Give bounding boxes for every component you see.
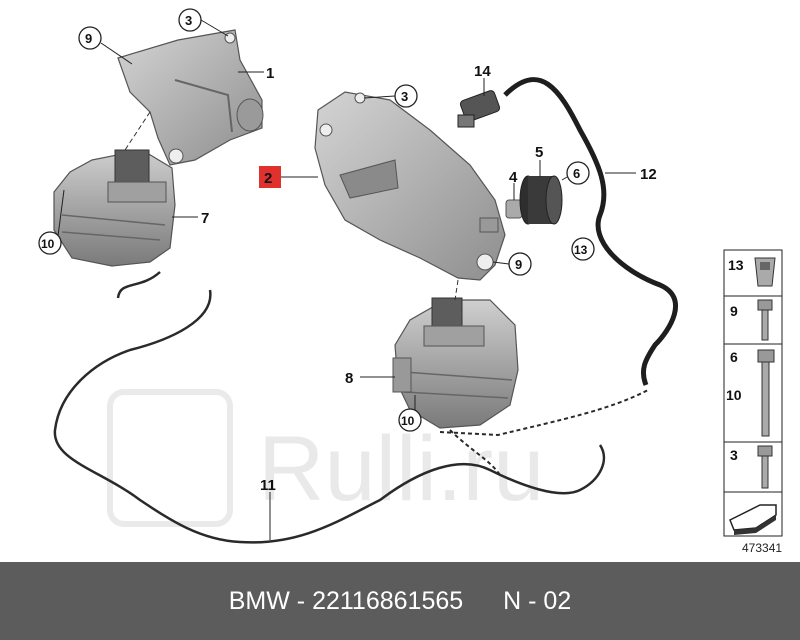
svg-text:9: 9 — [85, 31, 92, 46]
svg-text:13: 13 — [574, 243, 588, 257]
footer-bar: BMW - 22116861565 N - 02 — [0, 562, 800, 640]
callout-10-right: 10 — [398, 395, 422, 432]
callout-13: 13 — [571, 237, 595, 261]
svg-text:1: 1 — [266, 65, 274, 82]
hardware-legend: 13 9 6 10 3 — [723, 249, 783, 537]
callout-8: 8 — [345, 370, 395, 387]
svg-text:3: 3 — [401, 89, 408, 104]
bolt-long-icon — [757, 349, 775, 437]
svg-text:10: 10 — [41, 237, 55, 251]
diagram-number: 473341 — [742, 541, 782, 555]
arrow-icon — [729, 504, 777, 535]
damper-assembly — [505, 175, 563, 225]
callout-3-top: 3 — [178, 8, 229, 37]
svg-text:8: 8 — [345, 370, 353, 387]
callout-6: 6 — [561, 161, 590, 185]
legend-3: 3 — [730, 447, 738, 463]
callout-4: 4 — [509, 169, 518, 200]
svg-text:7: 7 — [201, 210, 209, 227]
legend-6: 6 — [730, 349, 738, 365]
svg-text:14: 14 — [474, 63, 491, 80]
support-arm — [314, 91, 506, 281]
legend-9: 9 — [730, 303, 738, 319]
assembly-line — [454, 279, 459, 301]
position-label: N - 02 — [503, 586, 572, 615]
svg-text:5: 5 — [535, 144, 543, 161]
vacuum-line — [53, 271, 606, 544]
bolt-short-icon — [757, 299, 773, 341]
callout-12: 12 — [605, 166, 657, 183]
callout-9-top: 9 — [78, 26, 133, 65]
callout-9-mid: 9 — [492, 252, 532, 276]
svg-text:11: 11 — [260, 477, 276, 494]
stud-icon — [757, 445, 773, 489]
callout-10-left: 10 — [38, 189, 65, 255]
engine-bracket-left — [117, 29, 264, 166]
legend-10: 10 — [726, 387, 742, 403]
callout-7: 7 — [172, 210, 209, 227]
svg-text:12: 12 — [640, 166, 657, 183]
svg-text:6: 6 — [573, 166, 580, 181]
assembly-line — [124, 111, 151, 151]
vacuum-hose — [503, 77, 679, 386]
callout-2: 2 — [259, 166, 318, 188]
highlight-badge — [259, 166, 281, 188]
svg-text:3: 3 — [185, 13, 192, 28]
callout-14: 14 — [474, 63, 491, 96]
svg-text:10: 10 — [401, 414, 415, 428]
engine-mount-left — [53, 149, 176, 267]
part-number-label: BMW - 22116861565 — [228, 586, 464, 615]
svg-text:4: 4 — [509, 169, 518, 186]
callout-11: 11 — [260, 477, 276, 540]
legend-13: 13 — [728, 257, 744, 273]
callout-3-mid: 3 — [363, 84, 418, 108]
svg-text:9: 9 — [515, 257, 522, 272]
engine-mount-right — [392, 297, 519, 429]
vacuum-line-branch — [439, 389, 649, 476]
watermark-text: Rulli.ru — [258, 418, 544, 520]
svg-text:2: 2 — [264, 170, 272, 187]
sensor — [457, 90, 501, 128]
parts-diagram: Rulli.ru — [38, 8, 783, 555]
callout-1: 1 — [238, 65, 274, 82]
callout-5: 5 — [535, 144, 543, 177]
clip-icon — [754, 257, 776, 287]
